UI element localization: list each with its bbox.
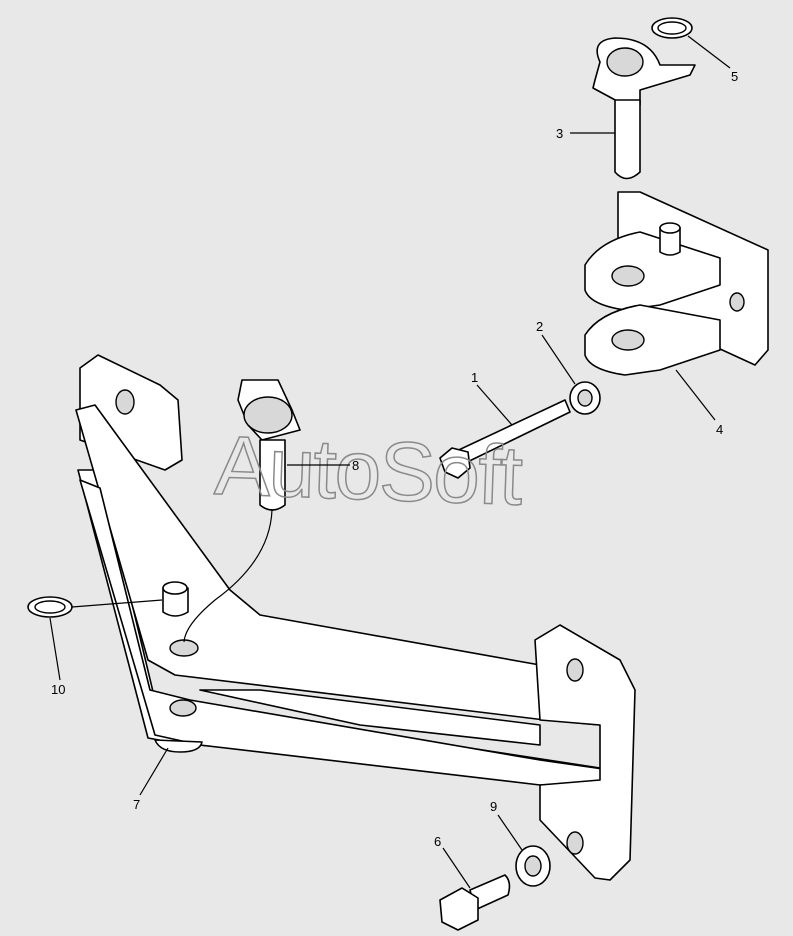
callout-6: 6 [434,834,441,849]
leader-lines [49,35,731,889]
bolt-part-1 [439,399,571,479]
hitch-part-4 [584,191,769,376]
washer-part-9 [515,845,551,887]
bolt-part-6 [439,874,511,931]
callout-8: 8 [352,458,359,473]
callout-2: 2 [536,319,543,334]
callout-1: 1 [471,370,478,385]
watermark-text: AutoSoft [213,418,524,523]
pin-part-3 [592,37,696,180]
callout-10: 10 [51,682,65,697]
callout-9: 9 [490,799,497,814]
callout-3: 3 [556,126,563,141]
callout-7: 7 [133,797,140,812]
callout-4: 4 [716,422,723,437]
callout-5: 5 [731,69,738,84]
pin-part-8 [183,379,301,643]
ring-part-5 [651,17,693,39]
ring-part-10 [27,596,73,618]
washer-part-2 [569,381,601,415]
bracket-part-7 [75,354,636,881]
